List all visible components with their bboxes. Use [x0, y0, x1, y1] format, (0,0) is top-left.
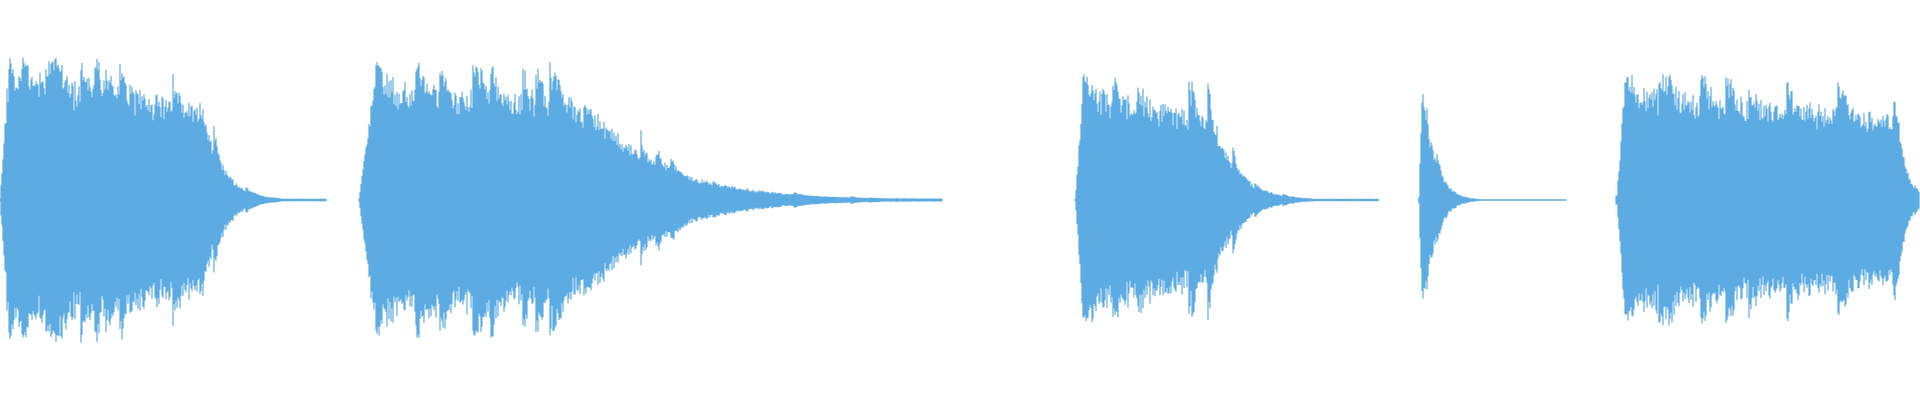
audio-clips — [0, 57, 1920, 343]
waveform-clip-2[interactable] — [358, 62, 943, 338]
waveform-clip-5[interactable] — [1615, 74, 1920, 326]
waveform-clip-3[interactable] — [1074, 74, 1379, 322]
waveform-clip-1[interactable] — [0, 57, 327, 343]
waveform-clip-4[interactable] — [1417, 94, 1567, 299]
